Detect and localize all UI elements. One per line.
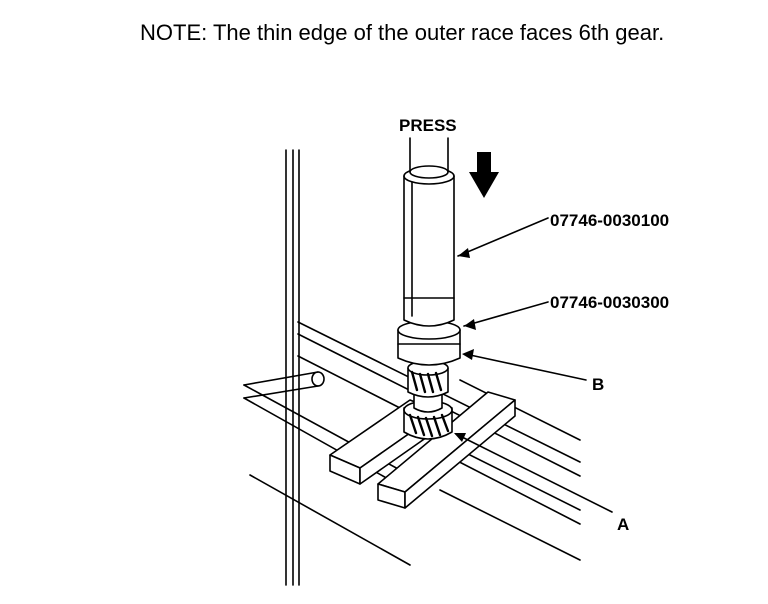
gear-b: [407, 360, 449, 398]
note-text: NOTE: The thin edge of the outer race fa…: [140, 20, 665, 45]
arrowhead-lower: [464, 319, 476, 330]
leader-lines: [455, 217, 613, 513]
arrowhead-a: [454, 433, 466, 442]
driver-handle: [403, 167, 455, 327]
press-direction-arrow-icon: [469, 152, 499, 198]
tool-lower-label: 07746-0030300: [550, 293, 669, 312]
callout-a-label: A: [617, 515, 629, 534]
callout-b-label: B: [592, 375, 604, 394]
press-frame: [285, 149, 300, 586]
arrowhead-b: [462, 349, 474, 360]
arrowhead-upper: [458, 248, 470, 258]
press-ram: [409, 137, 449, 179]
driver-attachment: [397, 320, 461, 366]
press-label: PRESS: [399, 116, 457, 135]
tool-upper-label: 07746-0030100: [550, 211, 669, 230]
